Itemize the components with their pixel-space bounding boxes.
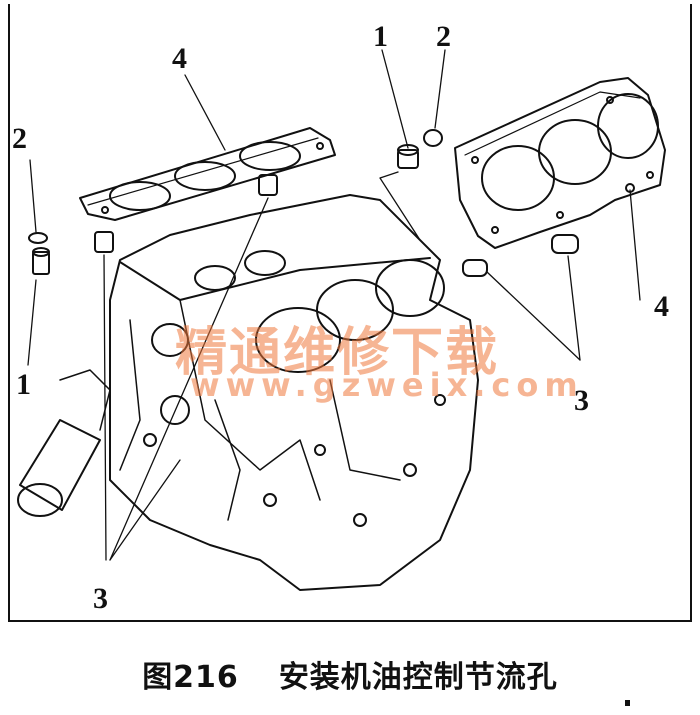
right-head-gasket: [454, 77, 666, 249]
right-dowels: [462, 234, 579, 277]
right-o-ring: [423, 129, 443, 147]
callout-right-3: 3: [574, 384, 589, 417]
callout-right-1: 1: [373, 20, 388, 53]
watermark-name: 精通维修下载: [175, 323, 500, 383]
figure-frame: [8, 4, 692, 622]
stray-mark: [625, 700, 630, 706]
left-head-gasket: [79, 127, 336, 221]
figure-caption: 图216 安装机油控制节流孔: [0, 652, 700, 696]
leader-lines: [27, 49, 641, 561]
left-o-ring: [28, 232, 48, 244]
watermark-url: www.gzweix.com: [190, 366, 584, 404]
engine-block-illustration: [17, 49, 666, 591]
left-oil-control-orifice: [32, 247, 50, 275]
engine-block: [109, 194, 479, 591]
callout-right-2: 2: [436, 20, 451, 53]
figure-number: 图216: [142, 660, 239, 695]
figure-title: 安装机油控制节流孔: [278, 660, 558, 695]
oil-filter: [17, 369, 111, 517]
callout-left-3: 3: [93, 582, 108, 615]
callout-left-2: 2: [12, 122, 27, 155]
callout-left-4: 4: [172, 42, 187, 75]
left-dowels: [94, 174, 278, 253]
callout-left-1: 1: [16, 368, 31, 401]
right-oil-control-orifice: [397, 144, 419, 169]
callout-right-4: 4: [654, 290, 669, 323]
